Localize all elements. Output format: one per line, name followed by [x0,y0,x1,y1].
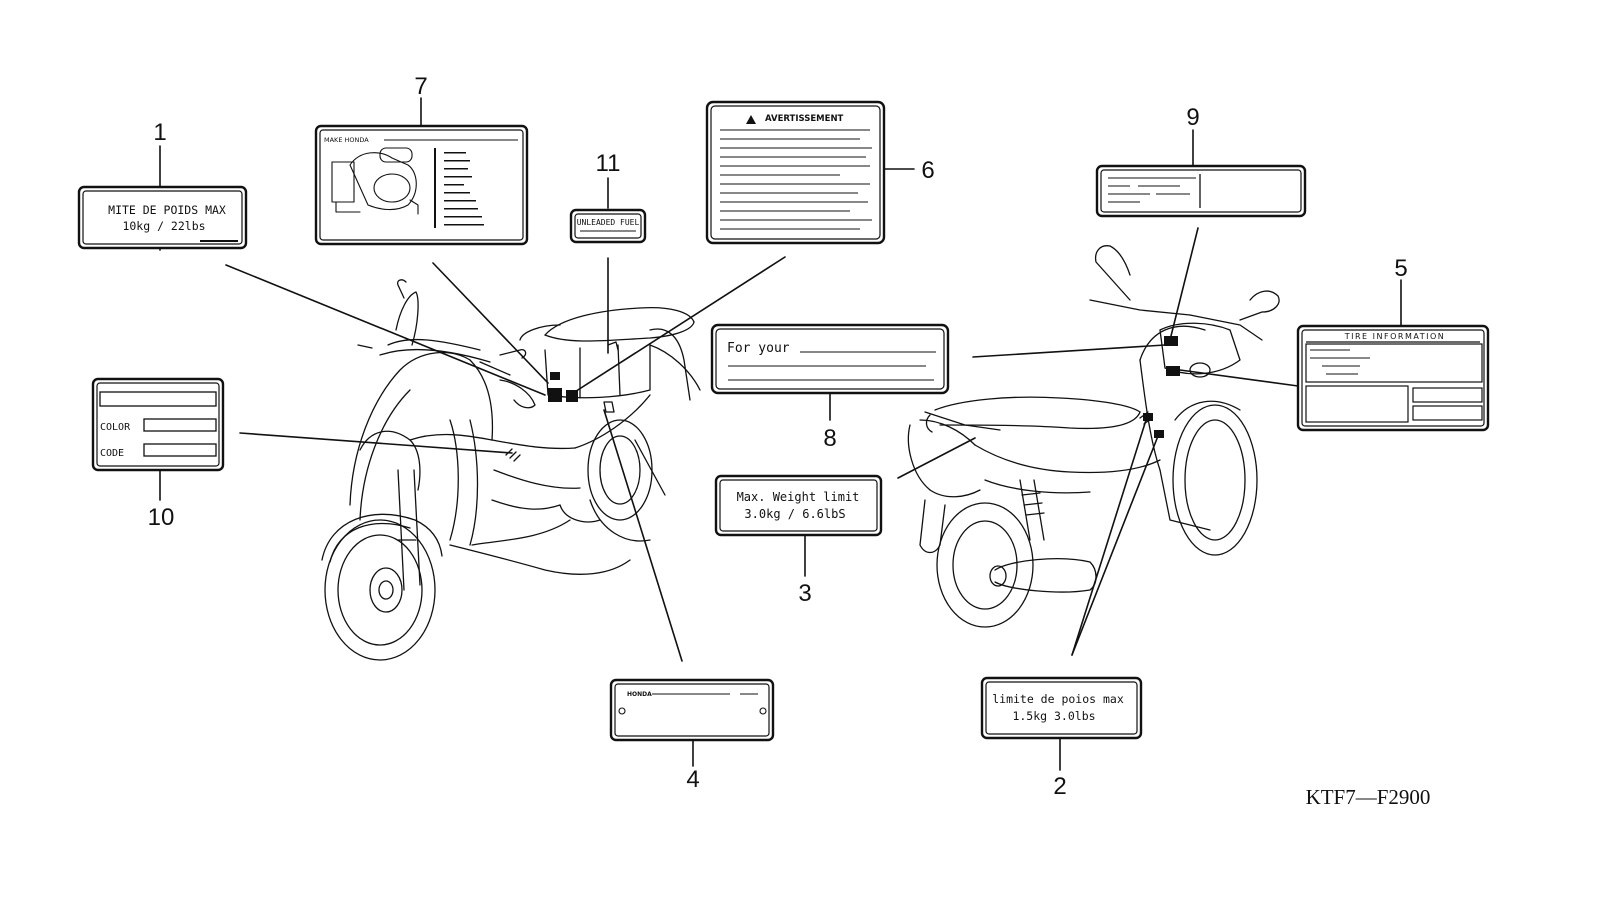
leader-line-1 [225,264,546,396]
label-4-honda-plate: HONDA [609,678,775,742]
label-2-weight-limit: limite de poios max 1.5kg 3.0lbs [980,676,1143,740]
label-7-spec-list [434,148,484,228]
label-3-line-1: Max. Weight limit [737,490,860,504]
callout-8: 8 [823,425,836,452]
label-3-weight-limit: Max. Weight limit 3.0kg / 6.6lbS [714,474,883,537]
callout-1: 1 [153,119,166,146]
label-5-tire-information: TIRE INFORMATION [1296,324,1490,432]
label-7-header: MAKE HONDA [324,136,369,144]
leader-line-3 [897,437,976,479]
label-5-title: TIRE INFORMATION [1344,332,1445,341]
label-1-weight-limit: MITE DE POIDS MAX 10kg / 22lbs [77,185,248,250]
label-4-brand: HONDA [627,691,652,698]
callout-7: 7 [414,73,427,100]
label-11-text: UNLEADED FUEL [577,218,640,227]
scooter-front-left-illustration [321,279,701,661]
figure-code: KTF7—F2900 [1306,785,1431,809]
engine-illustration [331,147,419,215]
callout-numbers: 1 2 3 4 5 6 7 8 9 10 11 [148,73,1408,800]
label-2-line-2: 1.5kg 3.0lbs [1012,709,1095,723]
label-7-emission-info: MAKE HONDA [314,124,529,246]
leader-line-2b [1071,435,1159,656]
leader-line-4 [603,409,683,662]
leader-line-5 [1179,369,1299,387]
warning-triangle-icon [746,115,756,124]
label-9 [1095,164,1307,218]
leader-line-2a [1071,419,1147,656]
leader-line-10 [239,432,513,454]
callout-5: 5 [1394,255,1407,282]
leader-line-6 [569,256,786,396]
label-3-line-2: 3.0kg / 6.6lbS [744,507,845,521]
callout-2: 2 [1053,773,1066,800]
label-1-line-1: MITE DE POIDS MAX [108,203,226,217]
leader-lines [159,97,1402,771]
label-6-title: AVERTISSEMENT [765,114,844,124]
label-1-line-2: 10kg / 22lbs [122,219,205,233]
label-8-line-1: For your [727,341,790,356]
leader-line-8 [972,344,1166,358]
leader-line-7 [432,262,549,384]
label-2-line-1: limite de poios max [992,692,1124,706]
callout-4: 4 [686,766,699,793]
label-10-code-text: CODE [100,448,124,459]
label-6-text-lines [720,129,872,230]
callout-6: 6 [921,157,934,184]
leader-line-9 [1169,227,1199,341]
callout-10: 10 [148,504,175,531]
callout-11: 11 [596,150,621,177]
label-10-color-code: COLOR CODE [91,377,225,472]
label-6-warning: AVERTISSEMENT [705,100,886,245]
scooter-rear-right-illustration [907,245,1280,628]
label-10-color-text: COLOR [100,422,131,433]
label-8-for-your-safety: For your [710,323,950,395]
label-11-unleaded-fuel: UNLEADED FUEL [569,208,647,244]
callout-3: 3 [798,580,811,607]
callout-9: 9 [1186,104,1199,131]
